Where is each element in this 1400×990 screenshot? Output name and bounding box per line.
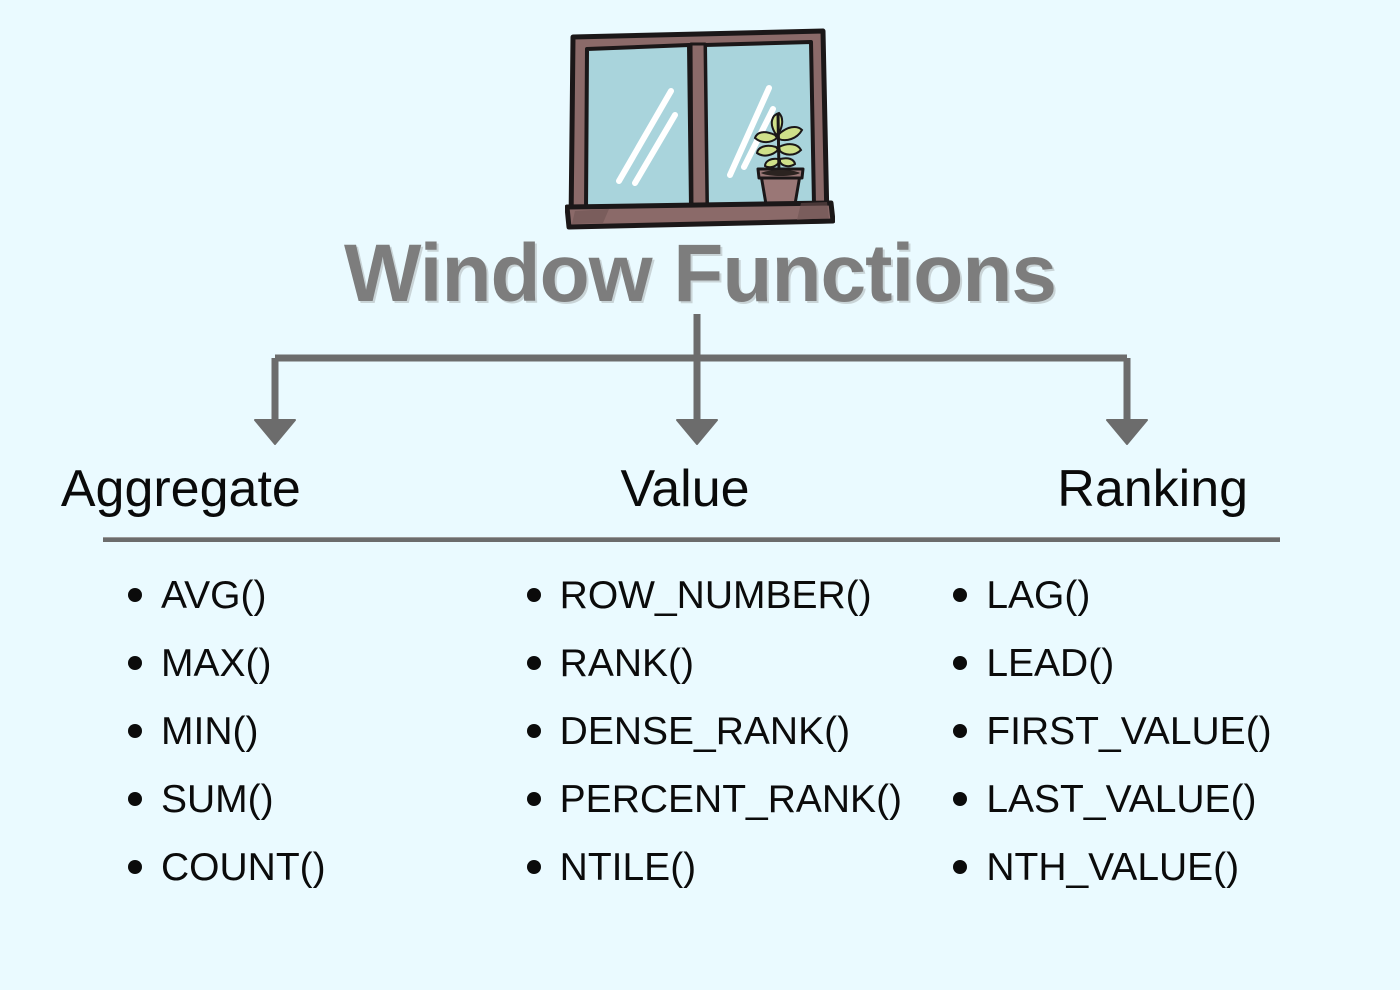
bullet-icon: [128, 656, 142, 670]
bullet-icon: [128, 860, 142, 874]
column-heading-ranking: Ranking: [1057, 460, 1249, 518]
bullet-icon: [953, 860, 968, 874]
function-label: LAG(): [986, 573, 1091, 617]
list-item: MIN(): [128, 697, 326, 765]
list-item: COUNT(): [128, 833, 326, 901]
list-item: DENSE_RANK(): [526, 697, 902, 765]
function-label: MAX(): [161, 641, 272, 685]
bullet-icon: [526, 724, 541, 738]
list-item: AVG(): [128, 561, 326, 629]
heading-divider: [103, 537, 1280, 542]
bullet-icon: [128, 724, 142, 738]
list-item: MAX(): [128, 629, 326, 697]
function-label: LEAD(): [986, 641, 1115, 685]
bullet-icon: [526, 656, 541, 670]
function-label: RANK(): [559, 641, 695, 685]
list-item: LAG(): [953, 561, 1271, 629]
function-label: MIN(): [161, 709, 259, 753]
function-label: DENSE_RANK(): [559, 709, 851, 753]
function-label: NTH_VALUE(): [986, 845, 1240, 889]
bullet-icon: [128, 792, 142, 806]
list-item: FIRST_VALUE(): [953, 697, 1272, 765]
glass-reflection: [616, 88, 678, 186]
function-label: PERCENT_RANK(): [559, 777, 903, 821]
plant-leaves: [753, 111, 804, 174]
list-item: NTH_VALUE(): [953, 833, 1271, 901]
category-columns: Aggregate AVG() MAX() MIN() SUM(): [0, 455, 1400, 915]
column-aggregate: Aggregate AVG() MAX() MIN() SUM(): [0, 455, 467, 915]
column-heading-aggregate: Aggregate: [60, 460, 301, 518]
function-label: COUNT(): [161, 845, 326, 889]
function-label: NTILE(): [559, 845, 697, 889]
list-item: LAST_VALUE(): [953, 765, 1271, 833]
bullet-icon: [953, 724, 968, 738]
function-label: SUM(): [161, 777, 274, 821]
connector-lines: [0, 310, 1400, 455]
bullet-icon: [526, 792, 541, 806]
function-label: AVG(): [161, 573, 267, 617]
list-item: LEAD(): [953, 629, 1271, 697]
bullet-icon: [128, 588, 142, 602]
function-list-ranking: LAG() LEAD() FIRST_VALUE() LAST_VALUE() …: [953, 561, 1272, 901]
function-label: FIRST_VALUE(): [986, 709, 1272, 753]
window-illustration: [565, 25, 835, 240]
list-item: PERCENT_RANK(): [526, 765, 903, 833]
function-label: LAST_VALUE(): [986, 777, 1257, 821]
column-ranking: Ranking LAG() LEAD() FIRST_VALUE() LAST_…: [933, 455, 1400, 915]
bullet-icon: [953, 656, 968, 670]
bullet-icon: [526, 588, 541, 602]
bullet-icon: [953, 588, 968, 602]
list-item: SUM(): [128, 765, 326, 833]
column-heading-value: Value: [620, 460, 750, 518]
column-value: Value ROW_NUMBER() RANK() DENSE_RANK() P…: [467, 455, 934, 915]
list-item: ROW_NUMBER(): [526, 561, 902, 629]
bullet-icon: [953, 792, 968, 806]
list-item: NTILE(): [526, 833, 902, 901]
function-list-value: ROW_NUMBER() RANK() DENSE_RANK() PERCENT…: [526, 561, 903, 901]
bullet-icon: [526, 860, 541, 874]
function-label: ROW_NUMBER(): [559, 573, 872, 617]
function-list-aggregate: AVG() MAX() MIN() SUM() COUNT(): [128, 561, 326, 901]
list-item: RANK(): [526, 629, 902, 697]
page-title: Window Functions: [343, 228, 1057, 319]
